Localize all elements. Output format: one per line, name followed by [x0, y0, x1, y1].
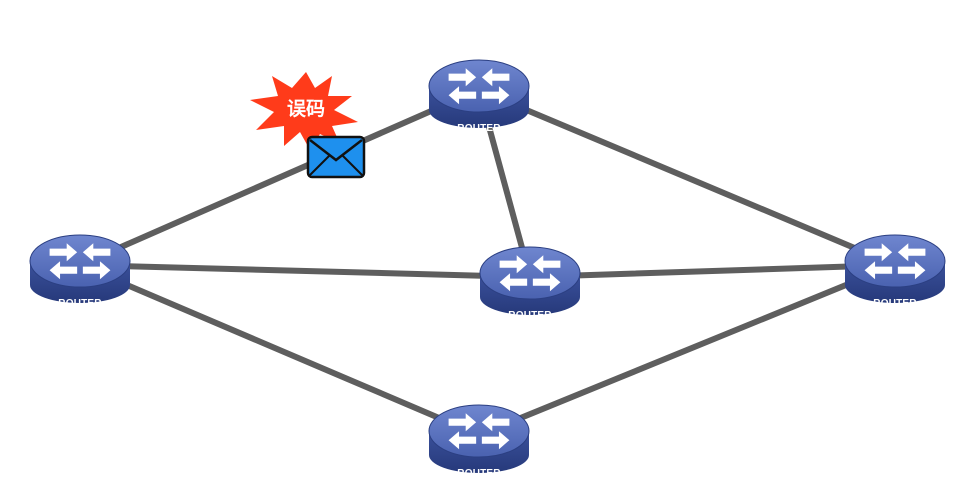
router-label: ROUTER — [873, 298, 917, 309]
router-icon: ROUTER — [844, 234, 946, 309]
router-label: ROUTER — [457, 468, 501, 479]
link-r-bottom-r-right — [476, 262, 898, 438]
explosion-burst-icon: 误码 — [250, 72, 358, 150]
error-label: 误码 — [287, 98, 325, 120]
router-label: ROUTER — [508, 310, 552, 321]
router-label: ROUTER — [58, 298, 102, 309]
envelope-icon — [306, 135, 366, 179]
router-label: ROUTER — [457, 123, 501, 134]
router-arrows-icon — [49, 243, 111, 280]
router-icon: ROUTER — [29, 234, 131, 309]
router-icon: ROUTER — [428, 59, 530, 134]
router-icon: ROUTER — [479, 246, 581, 321]
link-r-left-r-top — [77, 87, 482, 268]
router-arrows-icon — [448, 413, 510, 450]
link-r-top-r-right — [476, 87, 898, 268]
link-r-left-r-center — [77, 262, 533, 280]
router-arrows-icon — [864, 243, 926, 280]
links-layer — [77, 87, 898, 438]
router-arrows-icon — [499, 255, 561, 292]
link-r-center-r-right — [527, 262, 898, 280]
router-icon: ROUTER — [428, 404, 530, 479]
routers-layer: ROUTER ROUTER ROUTER ROUTER ROUTER — [29, 59, 946, 479]
link-r-left-r-bottom — [77, 262, 482, 438]
burst-shape — [250, 72, 358, 150]
router-arrows-icon — [448, 68, 510, 105]
